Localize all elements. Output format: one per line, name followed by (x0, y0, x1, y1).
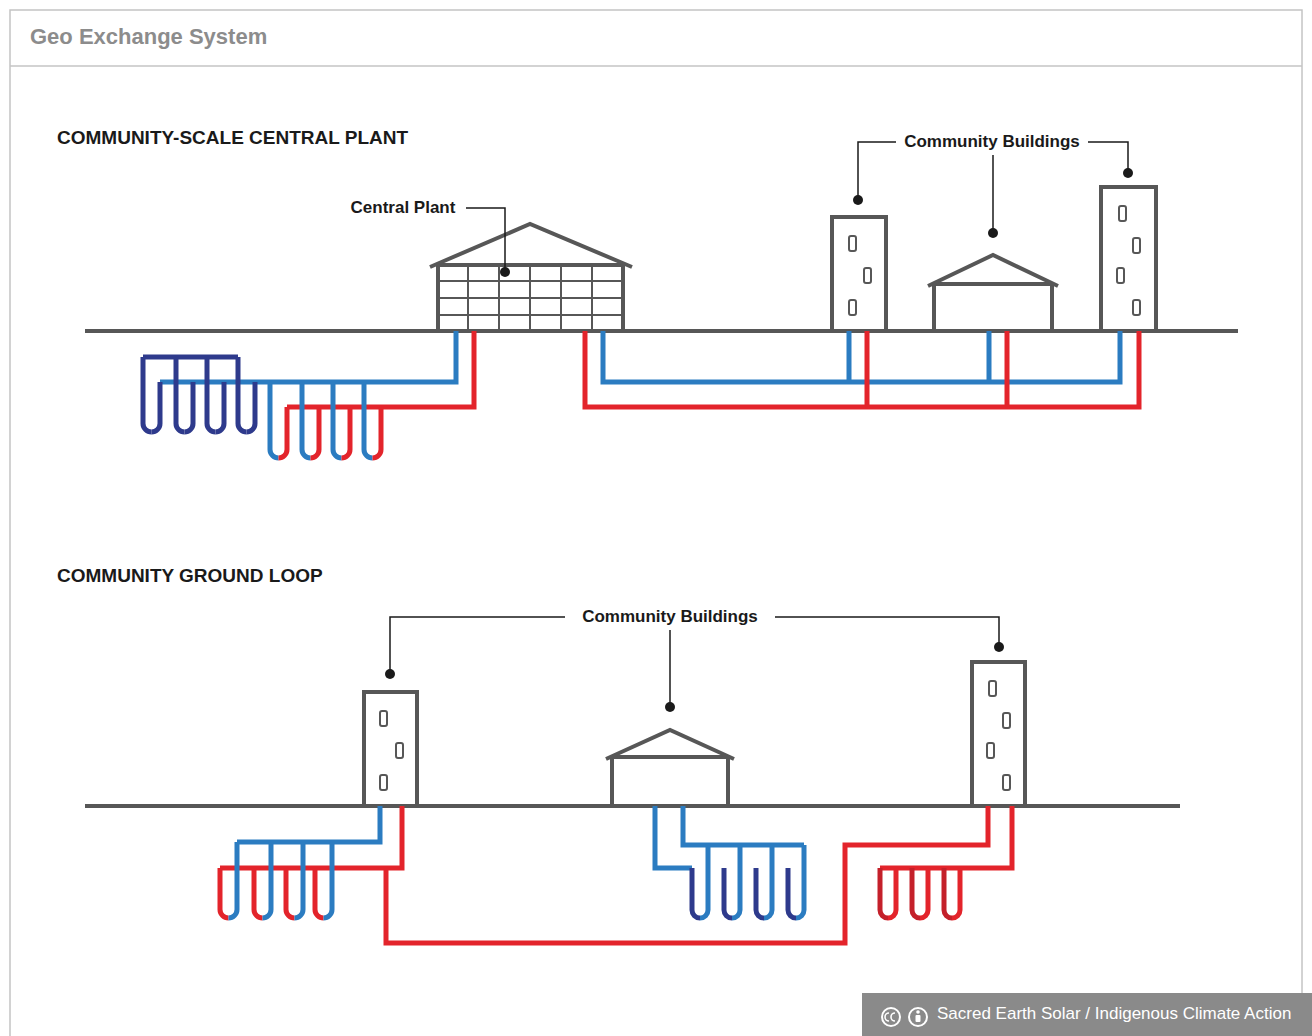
loop-leg (944, 868, 952, 918)
leader-dots (385, 642, 1004, 712)
loop-leg (920, 868, 928, 918)
header-rule (10, 65, 1302, 67)
page-frame (10, 10, 1302, 1036)
community-house (606, 730, 734, 806)
loop-leg (788, 868, 796, 918)
warm-header (880, 806, 1012, 868)
loop-leg (263, 842, 272, 918)
loop-leg (185, 382, 194, 432)
loop-leg (342, 407, 351, 458)
loop-leg (888, 868, 896, 918)
loop-leg (880, 868, 888, 918)
warm-main (386, 806, 988, 943)
loop-leg (732, 845, 740, 918)
central-plant-building (430, 224, 632, 331)
loop-leg (220, 868, 229, 918)
cold-pipe (237, 806, 380, 842)
ground-loop-pipes (220, 806, 1012, 943)
loop-leg (143, 357, 152, 432)
loop-leg (912, 868, 920, 918)
loop-leg (238, 357, 247, 432)
community-building (1101, 187, 1156, 331)
loop-leg (302, 382, 311, 458)
cold-header (683, 806, 804, 845)
page-title: Geo Exchange System (30, 24, 267, 50)
callout-label: Central Plant (347, 198, 460, 218)
ground-loops (143, 357, 960, 918)
loop-leg (176, 357, 185, 432)
ground-line (85, 329, 1238, 333)
callout-label: Community Buildings (900, 132, 1084, 152)
loop-leg (152, 382, 161, 432)
section-heading: COMMUNITY-SCALE CENTRAL PLANT (57, 127, 408, 150)
community-building (364, 692, 417, 806)
community-building (832, 217, 886, 331)
loop-leg (764, 845, 772, 918)
loop-leg (279, 407, 288, 458)
credit-band (862, 993, 1312, 1036)
loop-leg (229, 842, 238, 918)
loop-leg (700, 845, 708, 918)
loop-leg (333, 382, 342, 458)
warm-pipe (220, 806, 402, 868)
loop-leg (692, 868, 700, 918)
warm-distribution (585, 331, 1139, 407)
loop-leg (254, 868, 263, 918)
leader-lines (390, 617, 999, 704)
cold-header (143, 355, 238, 360)
cold-distribution (603, 331, 1120, 382)
section-heading: COMMUNITY GROUND LOOP (57, 565, 323, 588)
supply-return-pipes (143, 331, 1139, 407)
warm-pipe (287, 331, 474, 407)
community-building (972, 662, 1025, 806)
loop-leg (207, 357, 216, 432)
loop-leg (364, 382, 373, 458)
leader-dots (500, 168, 1133, 277)
community-house (928, 255, 1058, 331)
loop-leg (295, 842, 304, 918)
loop-leg (286, 868, 295, 918)
loop-leg (311, 407, 320, 458)
loop-leg (373, 407, 382, 458)
leader-lines (466, 142, 1128, 268)
loop-leg (796, 845, 804, 918)
loop-leg (952, 868, 960, 918)
cold-pipe (655, 806, 692, 868)
loop-leg (756, 868, 764, 918)
loop-leg (270, 382, 279, 458)
loop-leg (315, 868, 324, 918)
credit-text: Sacred Earth Solar / Indigenous Climate … (937, 1004, 1291, 1024)
loop-leg (216, 382, 225, 432)
loop-leg (247, 382, 256, 432)
loop-leg (724, 868, 732, 918)
license-icons (882, 1008, 927, 1026)
callout-label: Community Buildings (578, 607, 762, 627)
loop-leg (324, 842, 333, 918)
